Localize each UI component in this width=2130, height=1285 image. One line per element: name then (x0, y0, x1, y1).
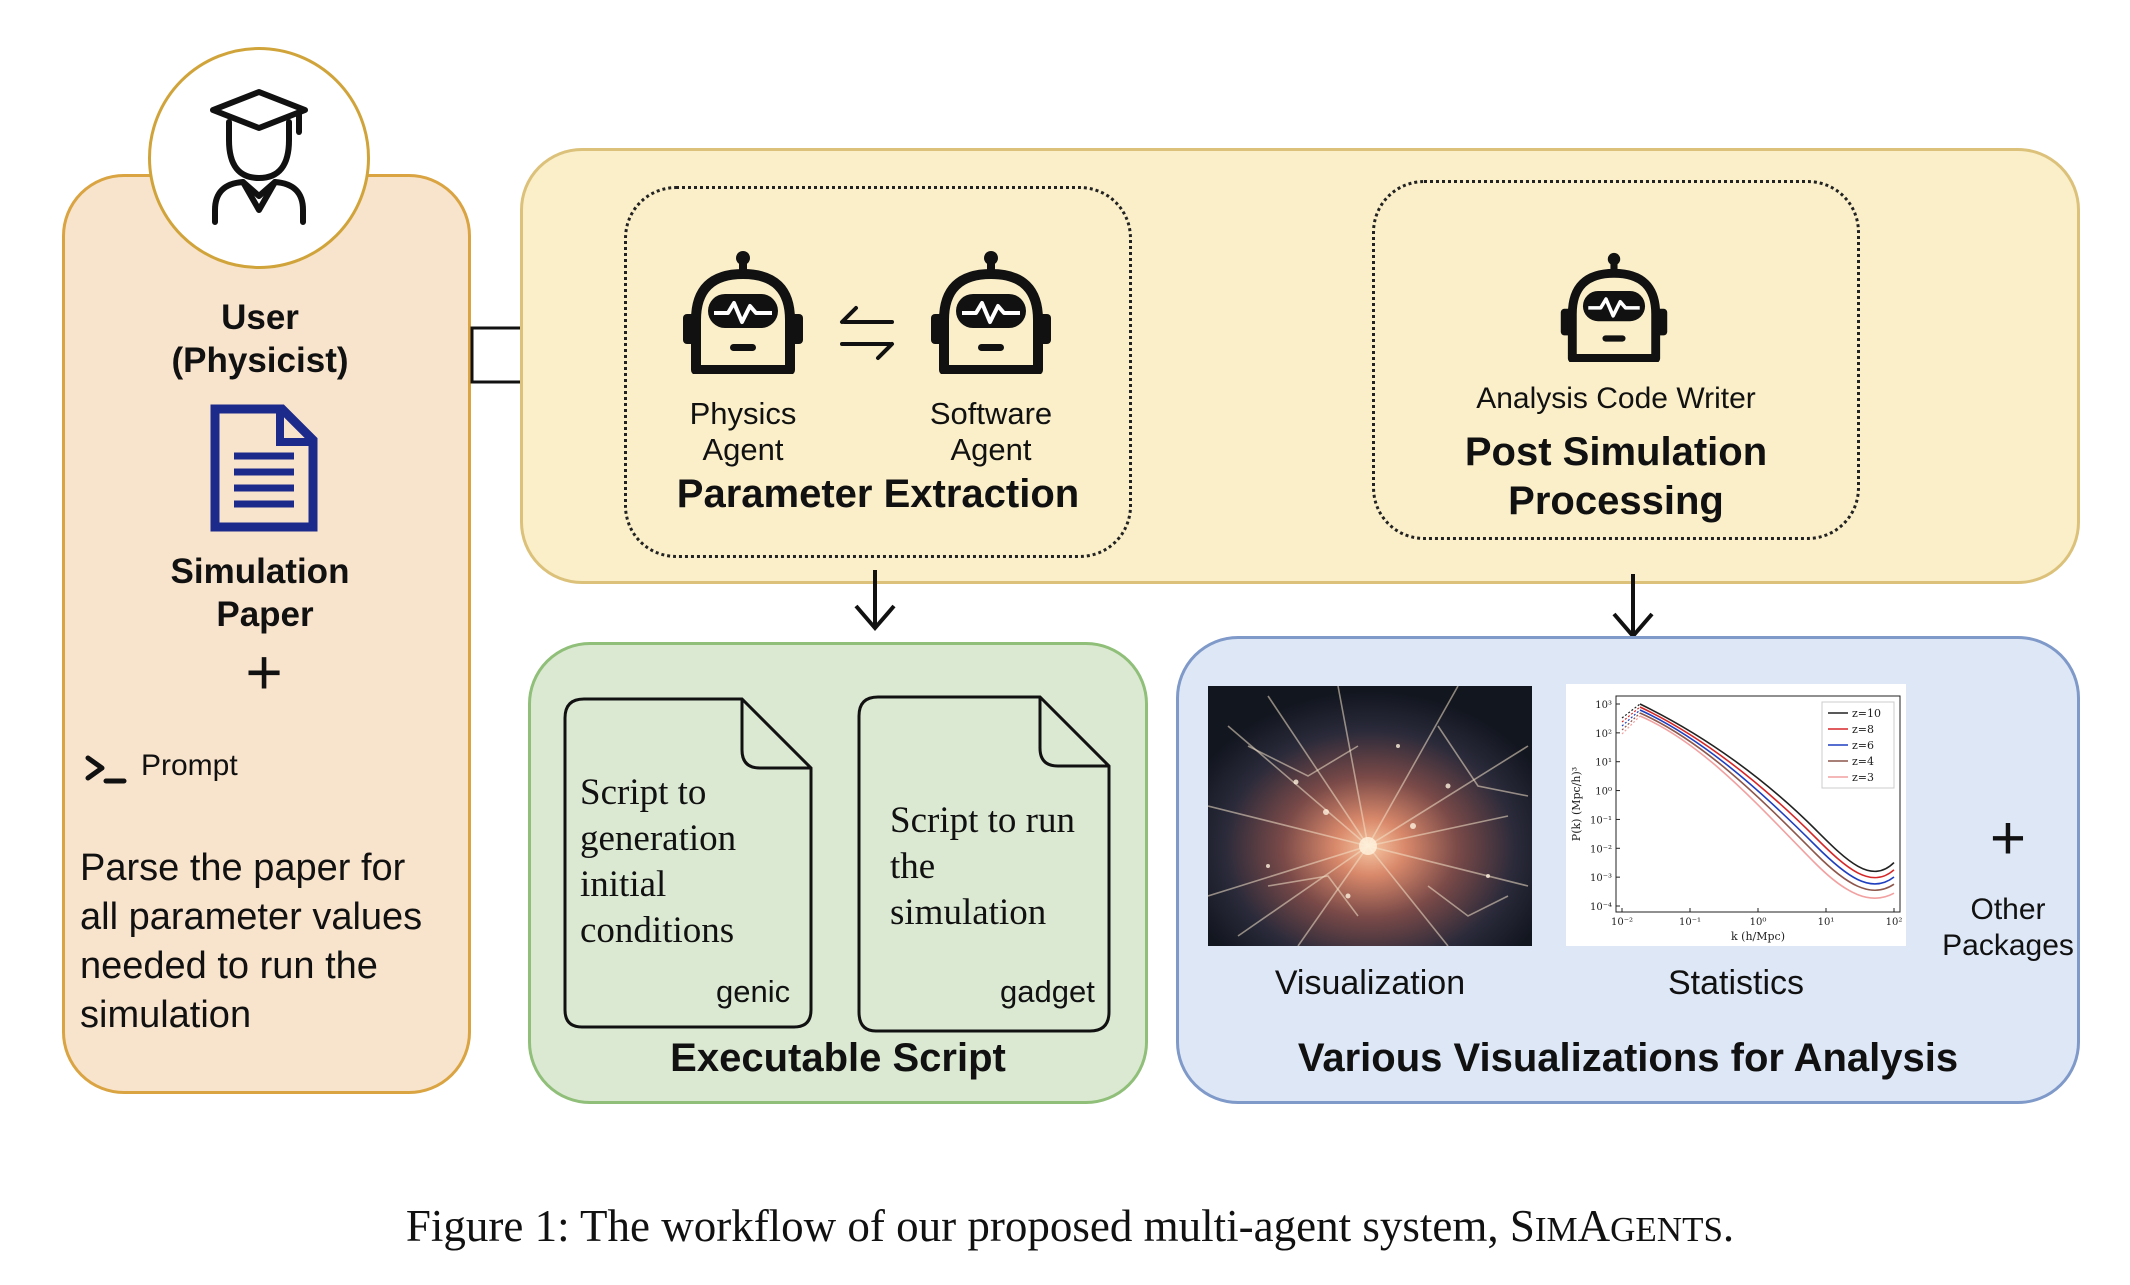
gadget-script-text: Script to run the simulation (890, 798, 1075, 936)
gadget-script-document (856, 694, 1112, 1039)
user-panel (62, 174, 471, 1094)
user-avatar (148, 47, 370, 269)
physics-agent-line1: Physics (689, 396, 797, 431)
x-tick-label: 10⁻² (1611, 917, 1633, 928)
visualization-label: Visualization (1274, 964, 1466, 1002)
genic-line2: generation (580, 818, 737, 859)
y-tick-label: 10¹ (1595, 758, 1612, 769)
other-packages-plus: + (1989, 804, 2027, 873)
genic-script-document (562, 696, 814, 1035)
caption-s: S (1509, 1201, 1535, 1251)
x-axis-label: k (h/Mpc) (1731, 930, 1785, 943)
y-tick-label: 10³ (1595, 700, 1612, 711)
visualizations-title: Various Visualizations for Analysis (1297, 1036, 1959, 1080)
prompt-line1: Parse the paper for (80, 847, 406, 889)
paper-line2: Paper (216, 595, 314, 634)
gadget-line1: Script to run (890, 800, 1075, 841)
physics-agent-line2: Agent (702, 432, 784, 467)
user-label: User (Physicist) (120, 296, 400, 382)
caption-gents: GENTS (1610, 1210, 1723, 1249)
down-arrow-viz (1608, 572, 1658, 645)
physics-agent-robot-icon (678, 250, 808, 379)
plus-sign: + (245, 636, 283, 708)
figure-caption: Figure 1: The workflow of our proposed m… (0, 1200, 2130, 1252)
gadget-line2: the (890, 846, 936, 887)
post-processing-title: Post Simulation Processing (1372, 428, 1860, 526)
series-dotted-start (1621, 712, 1641, 731)
gadget-line3: simulation (890, 892, 1047, 933)
document-icon (210, 404, 318, 537)
gadget-tag: gadget (1000, 974, 1095, 1009)
prompt-line4: simulation (80, 994, 252, 1036)
genic-line3: initial (580, 864, 667, 905)
prompt-label: Prompt (141, 749, 238, 782)
caption-text: Figure 1: The workflow of our proposed m… (405, 1201, 1510, 1251)
x-tick-label: 10¹ (1818, 917, 1835, 928)
caption-period: . (1722, 1201, 1735, 1251)
x-tick-label: 10² (1886, 917, 1903, 928)
x-tick-label: 10⁻¹ (1679, 917, 1701, 928)
post-title-line2: Processing (1508, 479, 1724, 523)
series-line (1639, 715, 1895, 899)
post-processing-box (1372, 180, 1860, 540)
cosmic-web-image (1207, 685, 1532, 947)
user-role-line1: User (221, 298, 299, 337)
series-line (1639, 703, 1895, 873)
prompt-line2: all parameter values (80, 896, 423, 938)
analysis-code-writer-label: Analysis Code Writer (1476, 382, 1756, 415)
legend-label: z=8 (1852, 723, 1874, 736)
series-line (1639, 712, 1895, 892)
other-packages-label: Other Packages (1928, 892, 2088, 964)
software-agent-line1: Software (929, 396, 1053, 431)
software-agent-line2: Agent (950, 432, 1032, 467)
other-line1: Other (1970, 893, 2046, 926)
y-tick-label: 10² (1595, 729, 1612, 740)
legend-label: z=10 (1852, 707, 1881, 720)
y-tick-label: 10⁰ (1595, 787, 1612, 798)
caption-a: A (1577, 1201, 1611, 1251)
genic-line4: conditions (580, 910, 735, 951)
down-arrow-scripts (850, 568, 900, 637)
graduate-icon (210, 89, 308, 225)
exchange-arrows-icon (836, 300, 898, 371)
y-tick-label: 10⁻⁴ (1590, 902, 1612, 913)
terminal-icon (84, 752, 128, 791)
executable-script-title: Executable Script (670, 1036, 1006, 1080)
physics-agent-label: Physics Agent (663, 396, 823, 468)
statistics-label: Statistics (1667, 964, 1805, 1002)
genic-line1: Script to (580, 772, 707, 813)
parameter-extraction-title: Parameter Extraction (676, 472, 1080, 516)
power-spectrum-plot: 10³ 10² 10¹ 10⁰ 10⁻¹ 10⁻² 10⁻³ 10⁻⁴ 10⁻² 10⁻¹ 10⁰ 1… (1566, 684, 1906, 951)
y-tick-label: 10⁻² (1590, 844, 1612, 855)
genic-tag: genic (716, 974, 791, 1009)
series-line (1639, 709, 1895, 885)
series-dotted-start (1621, 709, 1641, 727)
paper-label: Simulation Paper (120, 550, 400, 636)
series-line (1639, 706, 1895, 879)
prompt-line3: needed to run the (80, 945, 378, 987)
prompt-text: Parse the paper for all parameter values… (80, 844, 422, 1040)
genic-script-text: Script to generation initial conditions (580, 770, 736, 954)
other-line2: Packages (1942, 929, 2074, 962)
paper-line1: Simulation (170, 552, 350, 591)
x-tick-label: 10⁰ (1750, 917, 1767, 928)
analysis-writer-robot-icon (1556, 252, 1672, 367)
legend-label: z=3 (1852, 771, 1874, 784)
post-title-line1: Post Simulation (1464, 430, 1768, 474)
y-tick-label: 10⁻¹ (1590, 815, 1612, 826)
parameter-extraction-box (624, 186, 1132, 558)
y-tick-label: 10⁻³ (1590, 873, 1612, 884)
legend-label: z=4 (1852, 755, 1874, 768)
software-agent-robot-icon (926, 250, 1056, 379)
legend-label: z=6 (1852, 739, 1874, 752)
software-agent-label: Software Agent (911, 396, 1071, 468)
y-axis-label: P(k) (Mpc/h)³ (1570, 767, 1583, 841)
caption-im: IM (1534, 1210, 1578, 1249)
user-role-line2: (Physicist) (171, 341, 349, 380)
series-dotted-start (1621, 715, 1641, 735)
